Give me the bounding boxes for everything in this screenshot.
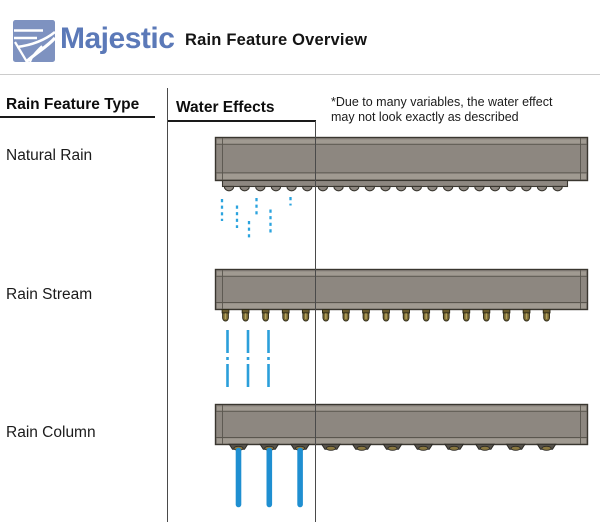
column-header-rain-feature-type: Rain Feature Type [6, 96, 140, 113]
col1-underline [0, 116, 155, 118]
disclaimer-line2: may not look exactly as described [331, 110, 519, 125]
flat-jet-row [228, 443, 557, 451]
col2-underline [168, 120, 316, 122]
solid-water-columns [235, 447, 303, 508]
natural-rain-graphic [214, 136, 589, 241]
dashed-water-streams [226, 330, 270, 387]
rain-stream-graphic [214, 268, 589, 387]
water-effects-divider-line [315, 121, 316, 522]
row-label-rain-column: Rain Column [6, 424, 96, 441]
brass-nozzle-row [221, 308, 551, 322]
row-label-rain-stream: Rain Stream [6, 286, 93, 303]
disclaimer-line1: *Due to many variables, the water effect [331, 95, 553, 109]
disclaimer-note: *Due to many variables, the water effect… [331, 95, 593, 126]
page-title: Rain Feature Overview [185, 31, 368, 49]
logo-wordmark: Majestic [60, 22, 175, 55]
majestic-logo-icon [13, 20, 56, 63]
spray-bar [214, 268, 589, 311]
column-header-water-effects: Water Effects [176, 99, 275, 116]
scalloped-trim [221, 179, 569, 192]
column-divider-line [167, 88, 168, 522]
rain-droplet-dots [220, 197, 292, 241]
rain-column-graphic [214, 403, 589, 508]
row-label-natural-rain: Natural Rain [6, 147, 93, 164]
spray-bar [214, 403, 589, 446]
spray-bar [214, 136, 589, 182]
header-divider [0, 74, 600, 75]
